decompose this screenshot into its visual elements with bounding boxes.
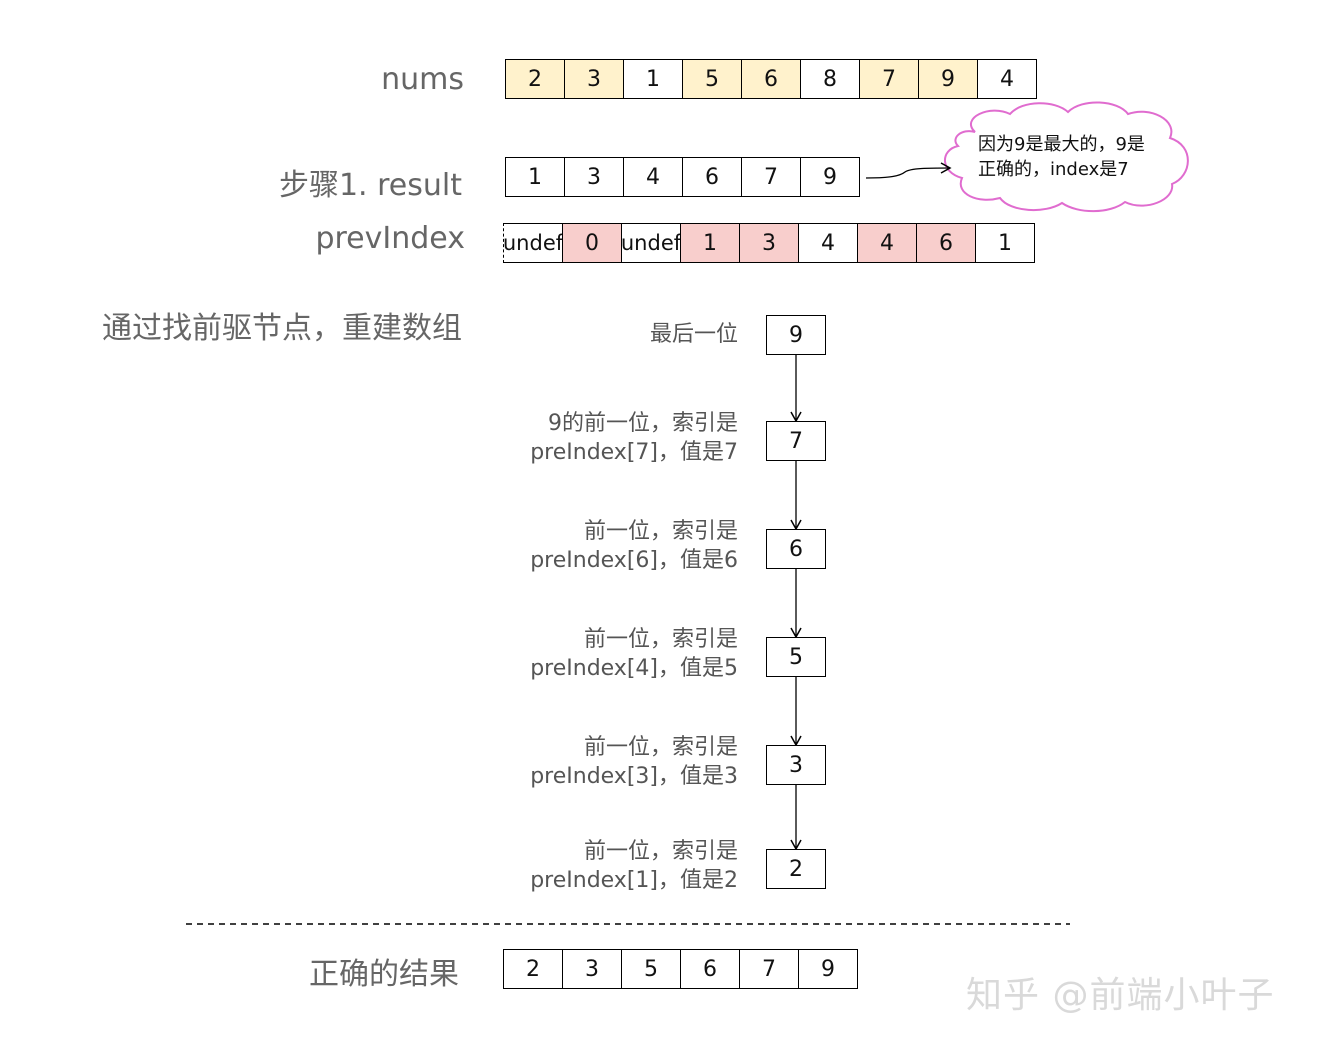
cloud-line-2: 正确的，index是7 [978, 159, 1129, 180]
cloud-note: 因为9是最大的，9是 正确的，index是7 [978, 132, 1145, 182]
nums-cell: 2 [505, 59, 565, 99]
chain-note: 最后一位 [650, 320, 738, 349]
final-result-label: 正确的结果 [309, 957, 459, 992]
result-to-cloud-arrow [865, 162, 952, 179]
chain-note-line-1: 最后一位 [649, 322, 738, 347]
chain-node: 5 [766, 637, 826, 677]
rebuild-heading: 通过找前驱节点，重建数组 [102, 311, 462, 346]
chain-note-line-1: 前一位，索引是 [583, 735, 738, 760]
chain-node: 2 [766, 849, 826, 889]
cloud-line-1: 因为9是最大的，9是 [978, 134, 1145, 155]
nums-cell: 9 [918, 59, 978, 99]
chain-note-line-2: preIndex[7]，值是7 [530, 440, 738, 465]
chain-note-line-1: 前一位，索引是 [583, 627, 738, 652]
previndex-cell: 3 [739, 223, 799, 263]
cloud-shape [944, 101, 1189, 213]
previndex-cell: 1 [680, 223, 740, 263]
chain-note: 前一位，索引是 preIndex[6]，值是6 [530, 517, 738, 575]
previndex-cell: 0 [562, 223, 622, 263]
chain-note: 9的前一位，索引是 preIndex[7]，值是7 [530, 409, 738, 467]
previndex-cell: 4 [857, 223, 917, 263]
chain-note-line-1: 前一位，索引是 [583, 839, 738, 864]
chain-node: 9 [766, 315, 826, 355]
previndex-label: prevIndex [315, 221, 465, 256]
final-cell: 9 [798, 949, 858, 989]
result-label: 步骤1. result [278, 168, 462, 203]
nums-cell: 7 [859, 59, 919, 99]
chain-node: 3 [766, 745, 826, 785]
chain-note-line-1: 9的前一位，索引是 [548, 411, 738, 436]
nums-cell: 6 [741, 59, 801, 99]
previndex-cell: 1 [975, 223, 1035, 263]
chain-note: 前一位，索引是 preIndex[4]，值是5 [530, 625, 738, 683]
chain-note-line-2: preIndex[4]，值是5 [530, 656, 738, 681]
chain-note-line-1: 前一位，索引是 [583, 519, 738, 544]
chain-node: 6 [766, 529, 826, 569]
chain-note-line-2: preIndex[3]，值是3 [530, 764, 738, 789]
previndex-cell: undef [503, 223, 563, 263]
result-cell: 9 [800, 157, 860, 197]
nums-cell: 4 [977, 59, 1037, 99]
nums-label: nums [381, 62, 464, 97]
chain-note: 前一位，索引是 preIndex[1]，值是2 [530, 837, 738, 895]
chain-node: 7 [766, 421, 826, 461]
chain-note-line-2: preIndex[6]，值是6 [530, 548, 738, 573]
chain-note: 前一位，索引是 preIndex[3]，值是3 [530, 733, 738, 791]
previndex-cell: 6 [916, 223, 976, 263]
watermark: 知乎 @前端小叶子 [966, 975, 1275, 1016]
chain-note-line-2: preIndex[1]，值是2 [530, 868, 738, 893]
